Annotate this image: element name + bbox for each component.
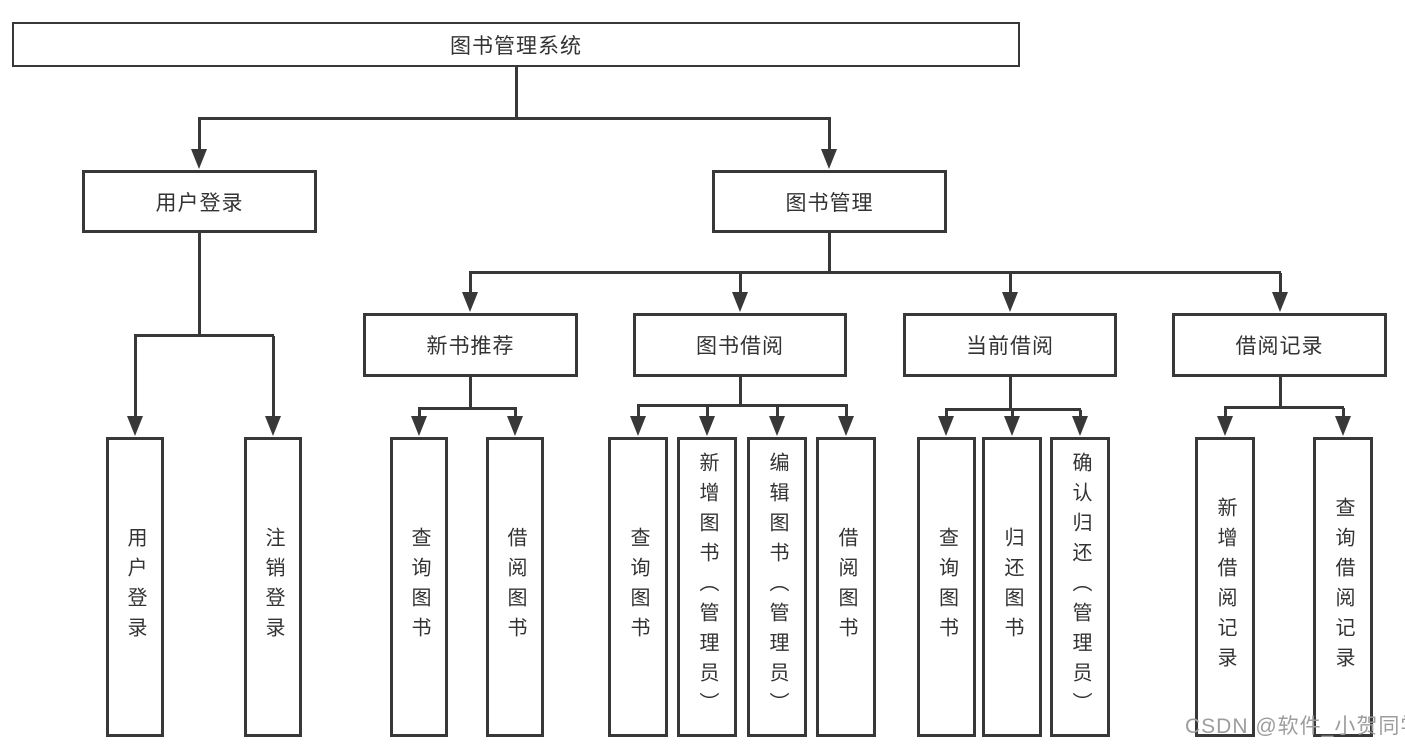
- connector-leaf-drop: [1079, 410, 1082, 416]
- connector-to-user-login: [198, 119, 201, 149]
- arrowhead-icon: [1002, 292, 1018, 312]
- connector-to-leaf-logout: [272, 336, 275, 416]
- node-label: 新增图书（管理员）: [696, 452, 718, 722]
- node-label: 确认归还（管理员）: [1069, 452, 1091, 722]
- connector-book-borrow-trunk: [739, 375, 742, 406]
- connector-leaf-drop: [776, 406, 779, 416]
- connector-to-leaf-user-login: [134, 336, 137, 416]
- connector-leaf-drop: [1342, 408, 1345, 416]
- connector-leaf-drop: [845, 406, 848, 416]
- node-label: 图书管理: [785, 191, 874, 215]
- node-label: 新书推荐: [426, 335, 515, 358]
- leaf-return-books: 归还图书: [982, 437, 1042, 737]
- arrowhead-icon: [1072, 416, 1088, 436]
- connector-user-login-bus: [134, 334, 274, 337]
- connector-leaf-drop: [1011, 410, 1014, 416]
- node-label: 查询图书: [627, 527, 649, 647]
- connector-book-mgmt-bus: [469, 271, 1281, 274]
- arrowhead-icon: [732, 292, 748, 312]
- arrowhead-icon: [462, 292, 478, 312]
- leaf-query-borrow-record: 查询借阅记录: [1313, 437, 1373, 737]
- connector-current-borrow-bus: [945, 408, 1081, 411]
- leaf-confirm-return-admin: 确认归还（管理员）: [1050, 437, 1110, 737]
- node-label: 新增借阅记录: [1214, 497, 1236, 677]
- connector-to-new-book: [469, 273, 472, 292]
- node-book-borrowing: 图书借阅: [633, 313, 847, 377]
- node-label: 借阅图书: [504, 527, 526, 647]
- node-label: 归还图书: [1001, 527, 1023, 647]
- connector-user-login-trunk: [198, 233, 201, 336]
- arrowhead-icon: [507, 416, 523, 436]
- connector-leaf-drop: [637, 406, 640, 416]
- arrowhead-icon: [191, 149, 207, 169]
- arrowhead-icon: [1272, 292, 1288, 312]
- arrowhead-icon: [411, 416, 427, 436]
- connector-book-mgmt-trunk: [828, 233, 831, 273]
- connector-book-borrow-bus: [637, 404, 848, 407]
- leaf-query-books-recommend: 查询图书: [390, 437, 448, 737]
- arrowhead-icon: [821, 149, 837, 169]
- node-book-management: 图书管理: [712, 170, 947, 233]
- leaf-query-books-current: 查询图书: [917, 437, 976, 737]
- leaf-borrow-books-recommend: 借阅图书: [486, 437, 544, 737]
- node-book-management-system: 图书管理系统: [12, 22, 1020, 67]
- node-label: 图书借阅: [696, 335, 784, 358]
- leaf-add-borrow-record: 新增借阅记录: [1195, 437, 1255, 737]
- leaf-logout-login: 注销登录: [244, 437, 302, 737]
- arrowhead-icon: [938, 416, 954, 436]
- node-label: 查询图书: [408, 527, 430, 647]
- connector-to-borrow-records: [1279, 273, 1282, 292]
- node-user-login: 用户登录: [82, 170, 317, 233]
- leaf-user-login: 用户登录: [106, 437, 164, 737]
- connector-leaf-drop: [706, 406, 709, 416]
- node-label: 查询借阅记录: [1332, 497, 1354, 677]
- connector-root-trunk: [515, 66, 518, 119]
- arrowhead-icon: [838, 416, 854, 436]
- arrowhead-icon: [265, 416, 281, 436]
- node-label: 图书管理系统: [450, 34, 582, 58]
- arrowhead-icon: [1217, 416, 1233, 436]
- node-label: 用户登录: [124, 527, 146, 647]
- node-label: 编辑图书（管理员）: [766, 452, 788, 722]
- node-new-book-recommend: 新书推荐: [363, 313, 578, 377]
- connector-leaf-drop: [1224, 408, 1227, 416]
- connector-to-current-borrow: [1009, 273, 1012, 292]
- connector-borrow-records-bus: [1224, 406, 1344, 409]
- node-label: 当前借阅: [966, 335, 1054, 358]
- arrowhead-icon: [1004, 416, 1020, 436]
- node-borrowing-records: 借阅记录: [1172, 313, 1387, 377]
- node-label: 用户登录: [155, 191, 244, 215]
- node-label: 注销登录: [262, 527, 284, 647]
- connector-leaf-drop: [945, 410, 948, 416]
- connector-borrow-records-trunk: [1279, 375, 1282, 408]
- leaf-query-books-borrow: 查询图书: [608, 437, 668, 737]
- connector-root-bus: [198, 117, 831, 120]
- connector-to-book-mgmt: [828, 119, 831, 149]
- arrowhead-icon: [127, 416, 143, 436]
- arrowhead-icon: [699, 416, 715, 436]
- connector-leaf-drop: [514, 409, 517, 416]
- node-current-borrowing: 当前借阅: [903, 313, 1117, 377]
- connector-leaf-drop: [418, 409, 421, 416]
- connector-new-book-trunk: [469, 375, 472, 409]
- leaf-borrow-books: 借阅图书: [816, 437, 876, 737]
- node-label: 借阅图书: [835, 527, 857, 647]
- node-label: 查询图书: [935, 527, 958, 647]
- connector-new-book-bus: [418, 407, 517, 410]
- csdn-watermark: CSDN @软件_小贺同学: [1185, 715, 1405, 738]
- leaf-add-books-admin: 新增图书（管理员）: [677, 437, 737, 737]
- arrowhead-icon: [1335, 416, 1351, 436]
- leaf-edit-books-admin: 编辑图书（管理员）: [747, 437, 807, 737]
- arrowhead-icon: [630, 416, 646, 436]
- connector-to-book-borrow: [739, 273, 742, 292]
- arrowhead-icon: [769, 416, 785, 436]
- node-label: 借阅记录: [1235, 335, 1324, 358]
- connector-current-borrow-trunk: [1009, 375, 1012, 410]
